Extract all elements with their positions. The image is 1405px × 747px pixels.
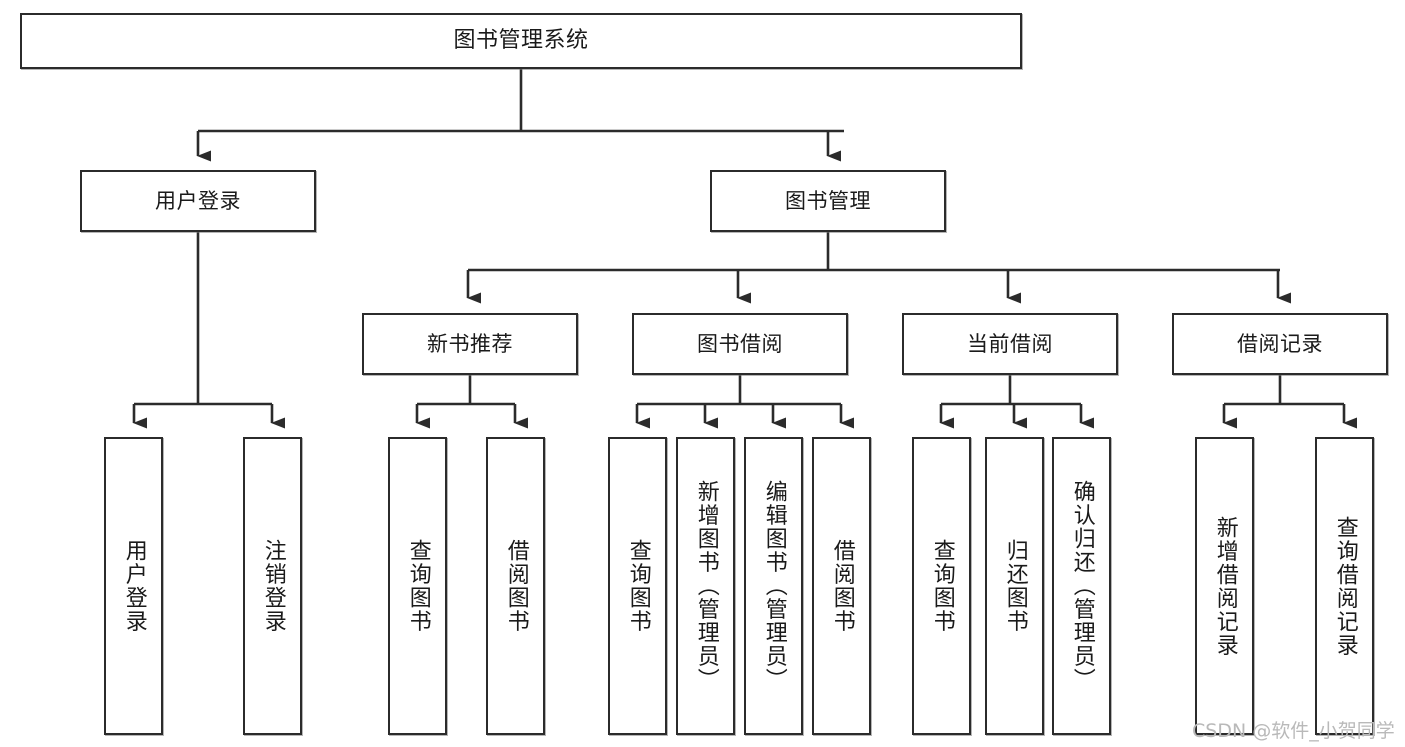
watermark: CSDN @软件_小贺同学 xyxy=(1192,720,1395,742)
node-leaf-add-book[interactable]: 新增图书（管理员） xyxy=(676,437,735,735)
node-leaf-query-book-cur[interactable]: 查询图书 xyxy=(912,437,971,735)
node-leaf-borrow-book-bor[interactable]: 借阅图书 xyxy=(812,437,871,735)
node-root[interactable]: 图书管理系统 xyxy=(20,13,1022,69)
node-leaf-user-login[interactable]: 用户登录 xyxy=(104,437,163,735)
node-leaf-query-record[interactable]: 查询借阅记录 xyxy=(1315,437,1374,735)
node-leaf-return-book-label: 归还图书 xyxy=(1002,539,1028,633)
node-book-manage[interactable]: 图书管理 xyxy=(710,170,946,232)
node-leaf-user-logout[interactable]: 注销登录 xyxy=(243,437,302,735)
node-leaf-borrow-book-bor-label: 借阅图书 xyxy=(829,539,855,633)
node-book-borrow-label: 图书借阅 xyxy=(697,331,783,356)
node-new-book-rec-label: 新书推荐 xyxy=(427,331,513,356)
node-root-label: 图书管理系统 xyxy=(453,28,589,54)
node-leaf-query-book-rec[interactable]: 查询图书 xyxy=(388,437,447,735)
node-book-borrow[interactable]: 图书借阅 xyxy=(632,313,848,375)
node-leaf-query-book-bor[interactable]: 查询图书 xyxy=(608,437,667,735)
node-leaf-add-book-label: 新增图书（管理员） xyxy=(693,480,719,692)
node-leaf-query-record-label: 查询借阅记录 xyxy=(1332,515,1358,657)
node-leaf-confirm-return-label: 确认归还（管理员） xyxy=(1069,480,1095,692)
node-leaf-user-login-label: 用户登录 xyxy=(121,539,147,633)
node-leaf-query-book-rec-label: 查询图书 xyxy=(405,539,431,633)
node-leaf-user-logout-label: 注销登录 xyxy=(260,539,286,633)
node-new-book-rec[interactable]: 新书推荐 xyxy=(362,313,578,375)
node-book-manage-label: 图书管理 xyxy=(785,188,871,213)
node-leaf-query-book-cur-label: 查询图书 xyxy=(929,539,955,633)
node-leaf-borrow-book-rec-label: 借阅图书 xyxy=(503,539,529,633)
node-borrow-records[interactable]: 借阅记录 xyxy=(1172,313,1388,375)
node-leaf-return-book[interactable]: 归还图书 xyxy=(985,437,1044,735)
node-leaf-query-book-bor-label: 查询图书 xyxy=(625,539,651,633)
node-leaf-edit-book-label: 编辑图书（管理员） xyxy=(761,480,787,692)
node-leaf-confirm-return[interactable]: 确认归还（管理员） xyxy=(1052,437,1111,735)
node-borrow-records-label: 借阅记录 xyxy=(1237,331,1323,356)
node-leaf-edit-book[interactable]: 编辑图书（管理员） xyxy=(744,437,803,735)
node-user-login[interactable]: 用户登录 xyxy=(80,170,316,232)
node-current-borrow-label: 当前借阅 xyxy=(967,331,1053,356)
node-user-login-label: 用户登录 xyxy=(155,188,241,213)
node-leaf-borrow-book-rec[interactable]: 借阅图书 xyxy=(486,437,545,735)
node-current-borrow[interactable]: 当前借阅 xyxy=(902,313,1118,375)
node-leaf-add-record[interactable]: 新增借阅记录 xyxy=(1195,437,1254,735)
node-leaf-add-record-label: 新增借阅记录 xyxy=(1212,515,1238,657)
